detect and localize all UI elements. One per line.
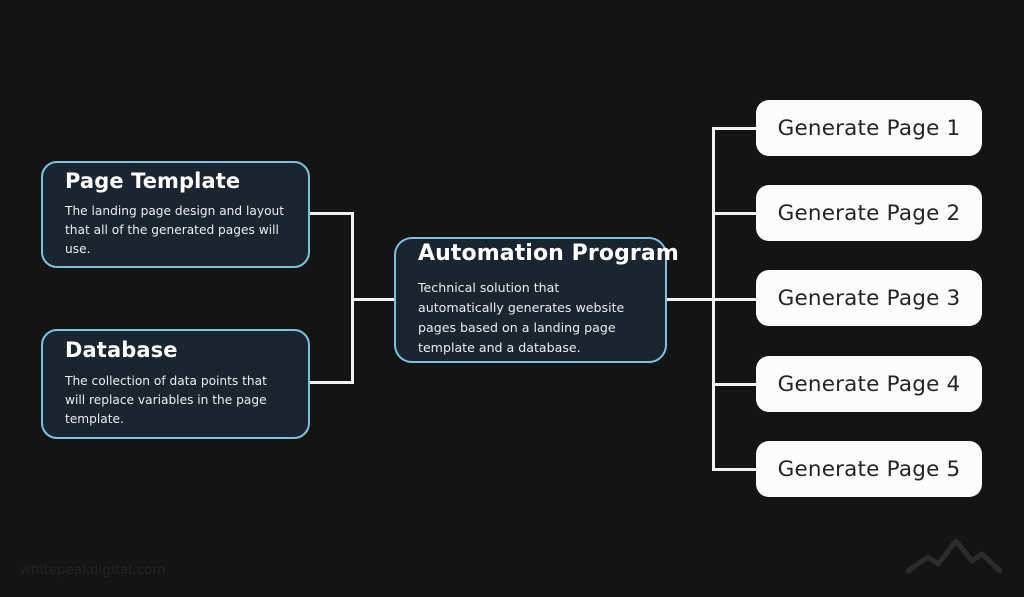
watermark-text: whitepeakdigital.com bbox=[20, 563, 166, 578]
connector-output-stub-2 bbox=[712, 212, 758, 215]
node-automation-program-description: Technical solution that automatically ge… bbox=[418, 279, 625, 355]
connector-page-template-stub bbox=[310, 212, 354, 215]
node-generate-page-2[interactable]: Generate Page 2 bbox=[756, 185, 982, 241]
node-page-template[interactable]: Page Template The landing page design an… bbox=[41, 161, 310, 268]
connector-database-stub bbox=[310, 381, 354, 384]
mountain-peak-icon bbox=[906, 538, 1002, 574]
node-generate-page-4[interactable]: Generate Page 4 bbox=[756, 356, 982, 412]
connector-process-to-output-trunk bbox=[665, 298, 715, 301]
node-generate-page-5[interactable]: Generate Page 5 bbox=[756, 441, 982, 497]
node-automation-program[interactable]: Automation Program Technical solution th… bbox=[394, 237, 679, 363]
node-database-title: Database bbox=[65, 338, 178, 363]
connector-output-stub-5 bbox=[712, 468, 758, 471]
connector-trunk-to-process bbox=[351, 298, 396, 301]
node-automation-program-title: Automation Program bbox=[418, 241, 679, 267]
node-database-description: The collection of data points that will … bbox=[65, 373, 267, 426]
node-generate-page-3[interactable]: Generate Page 3 bbox=[756, 270, 982, 326]
connector-output-stub-1 bbox=[712, 127, 758, 130]
connector-output-stub-3 bbox=[712, 298, 758, 301]
connector-output-stub-4 bbox=[712, 383, 758, 386]
node-database[interactable]: Database The collection of data points t… bbox=[41, 329, 310, 439]
node-page-template-title: Page Template bbox=[65, 168, 241, 193]
node-generate-page-1[interactable]: Generate Page 1 bbox=[756, 100, 982, 156]
node-page-template-description: The landing page design and layout that … bbox=[65, 204, 285, 257]
